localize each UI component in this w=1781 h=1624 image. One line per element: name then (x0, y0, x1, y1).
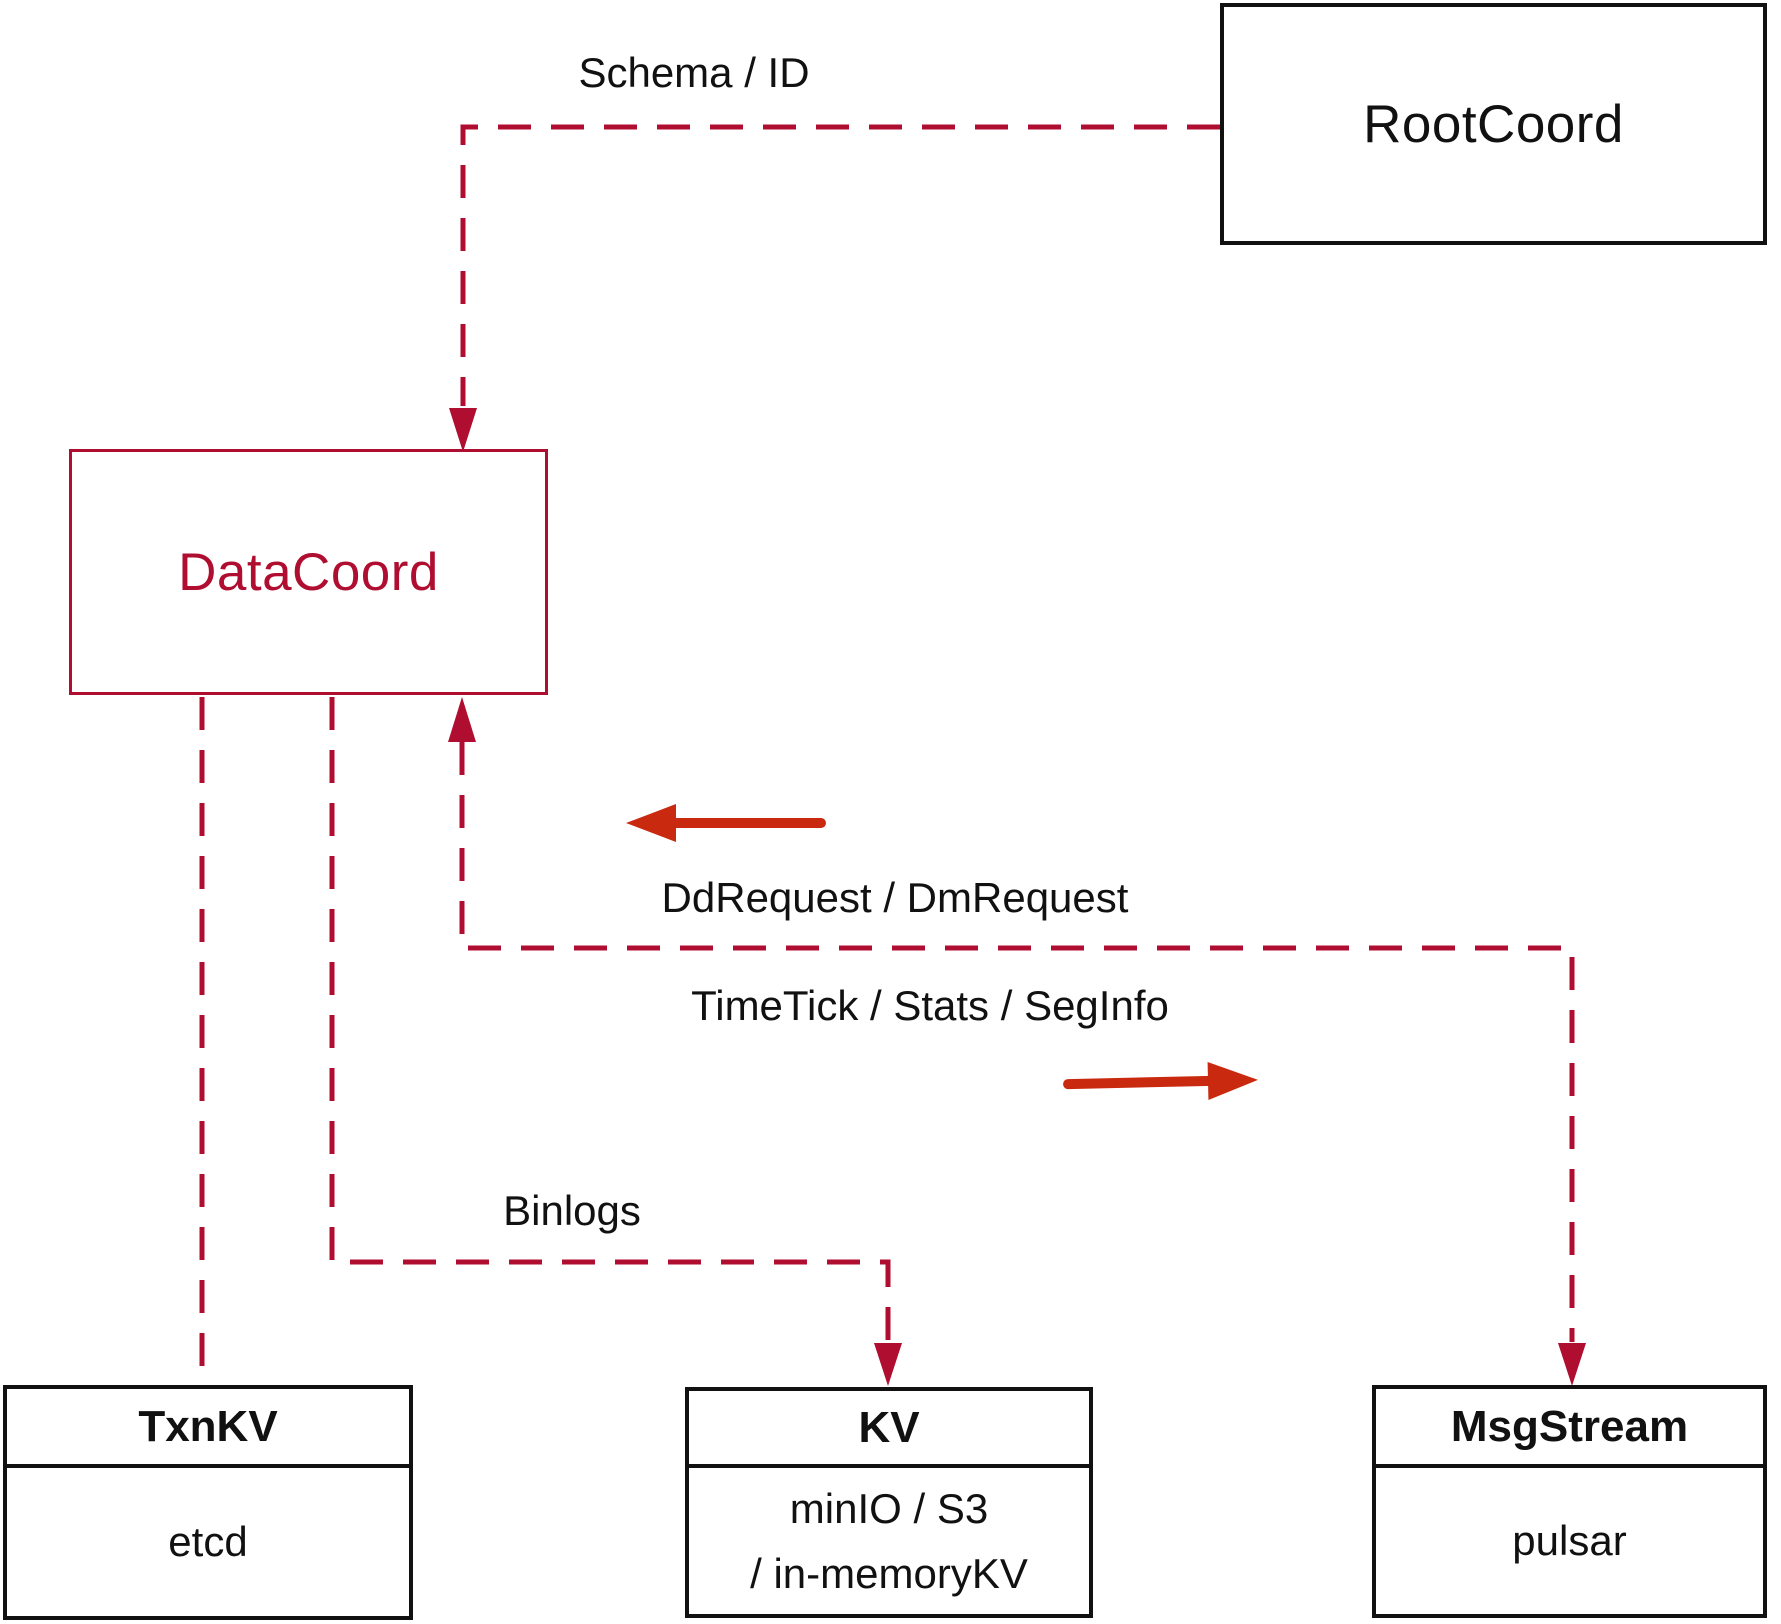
arrowhead-into-kv-top (874, 1343, 902, 1386)
node-msgstream-body: pulsar (1512, 1517, 1627, 1565)
node-kv-header: KV (689, 1391, 1089, 1468)
node-kv-body-line1: minIO / S3 (789, 1484, 989, 1532)
node-rootcoord-label: RootCoord (1363, 94, 1624, 154)
arrowhead-into-msgstream-top (1558, 1343, 1586, 1386)
edge-datacoord-to-msgstream (459, 742, 1575, 1342)
node-rootcoord: RootCoord (1220, 3, 1767, 245)
arrowhead-into-datacoord-bottom (448, 697, 476, 742)
node-kv-body: minIO / S3 / in-memoryKV (689, 1468, 1089, 1614)
direction-arrow-right-icon (1063, 1061, 1258, 1100)
edge-label-timetick-stats-seginfo: TimeTick / Stats / SegInfo (691, 982, 1169, 1029)
node-txnkv-body: etcd (168, 1518, 248, 1566)
node-datacoord-label: DataCoord (178, 542, 439, 602)
node-msgstream-header: MsgStream (1376, 1389, 1763, 1468)
edge-label-schema-id: Schema / ID (578, 49, 810, 96)
node-msgstream: MsgStream pulsar (1372, 1385, 1767, 1618)
edge-datacoord-to-kv (329, 697, 891, 1342)
edge-rootcoord-to-datacoord (460, 124, 1220, 406)
node-datacoord: DataCoord (69, 449, 548, 695)
edge-label-ddrequest-dmrequest: DdRequest / DmRequest (661, 874, 1129, 921)
node-kv-body-line2: / in-memoryKV (750, 1550, 1028, 1597)
edge-label-binlogs: Binlogs (503, 1187, 641, 1234)
direction-arrow-left-icon (626, 804, 826, 842)
arrowhead-into-datacoord-top (449, 408, 477, 452)
node-txnkv-header: TxnKV (7, 1389, 409, 1468)
node-txnkv: TxnKV etcd (3, 1385, 413, 1620)
node-kv: KV minIO / S3 / in-memoryKV (685, 1387, 1093, 1618)
